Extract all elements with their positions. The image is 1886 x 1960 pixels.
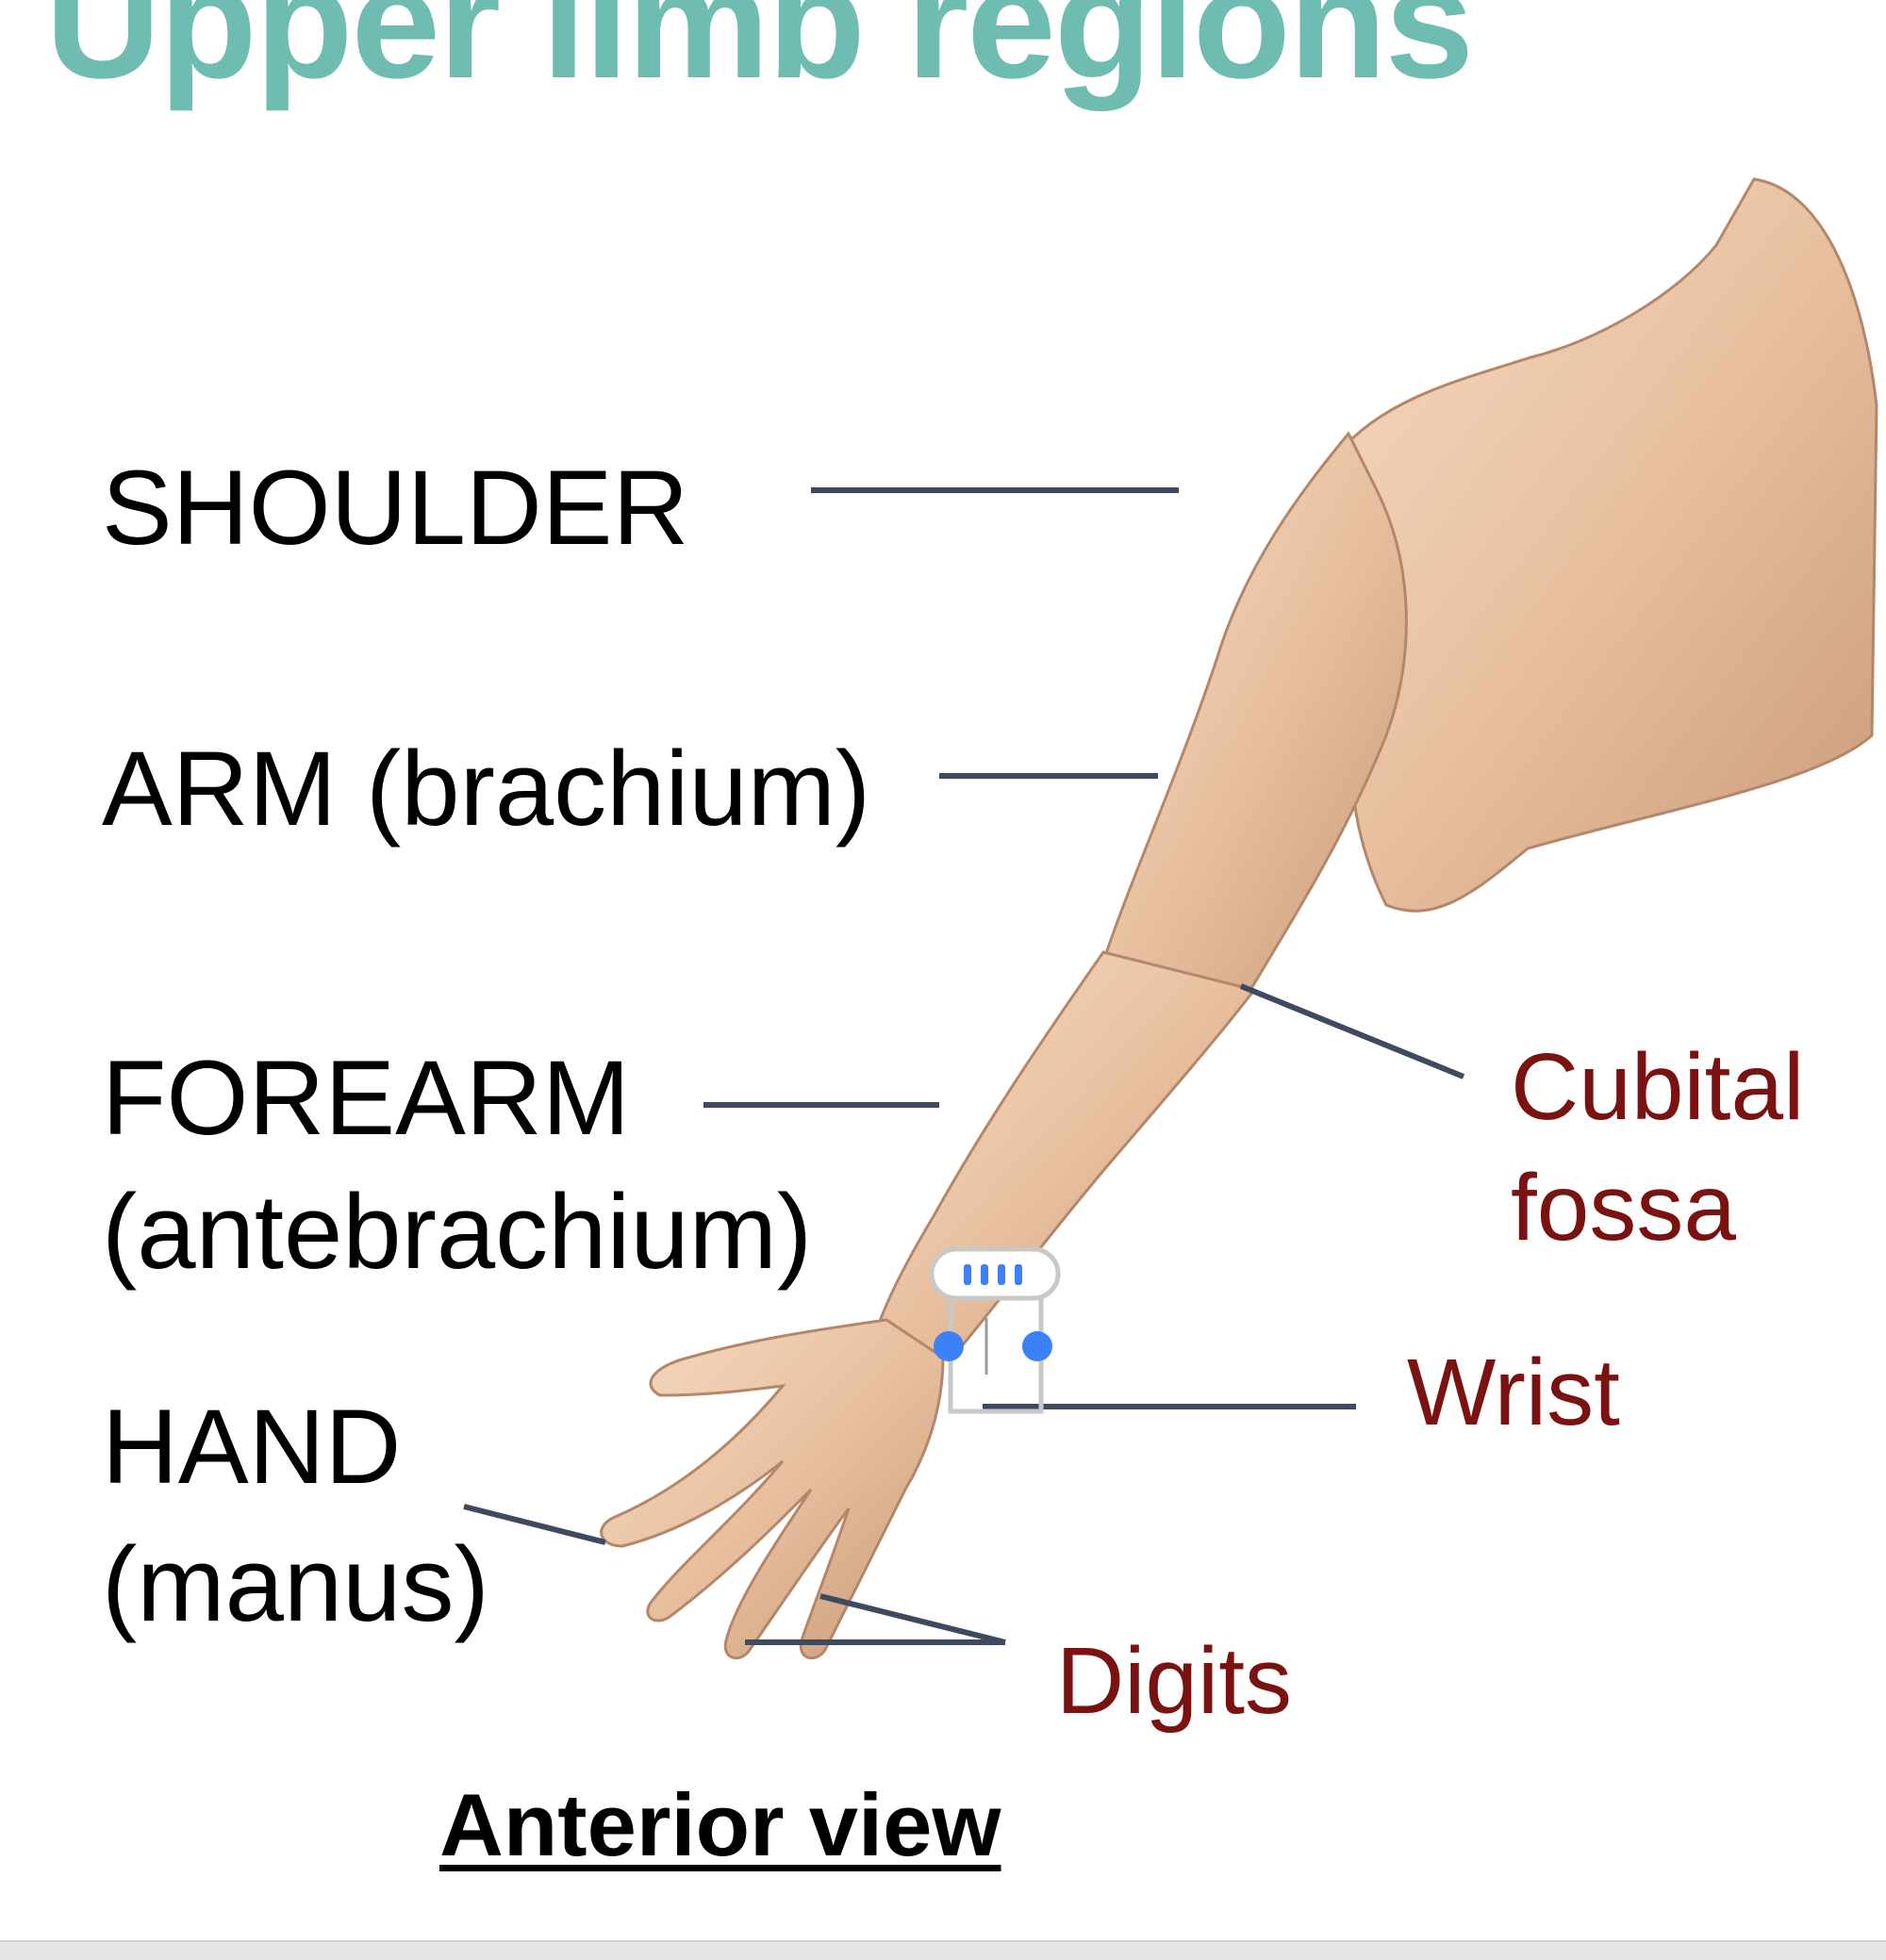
page-title: Upper limb regions: [45, 0, 1474, 112]
drag-grip-icon-3: [998, 1264, 1005, 1285]
label-hand: HAND: [102, 1388, 402, 1506]
label-arm: ARM (brachium): [102, 730, 871, 848]
label-forearm: FOREARM: [102, 1039, 630, 1157]
resize-handle-right[interactable]: [1022, 1331, 1052, 1361]
label-cubital-fossa-2: fossa: [1511, 1155, 1737, 1260]
view-caption: Anterior view: [439, 1775, 1001, 1874]
leader-line-hand: [463, 1504, 606, 1545]
drag-grip-icon: [964, 1264, 971, 1285]
label-shoulder: SHOULDER: [102, 449, 689, 567]
resize-handle-left[interactable]: [934, 1331, 964, 1361]
label-wrist: Wrist: [1407, 1340, 1620, 1445]
drag-grip-icon-2: [981, 1264, 988, 1285]
label-digits: Digits: [1056, 1628, 1293, 1734]
label-cubital-fossa: Cubital: [1511, 1034, 1805, 1140]
hand-shape: [600, 1318, 945, 1660]
bottom-scroll-edge: [0, 1940, 1886, 1960]
drag-handle[interactable]: [929, 1246, 1061, 1301]
leader-line-digits-a: [819, 1593, 1006, 1645]
torso-shape: [1317, 177, 1878, 913]
label-hand-latin: (manus): [102, 1525, 489, 1643]
drag-grip-icon-4: [1015, 1264, 1022, 1285]
leader-line-cubital: [1239, 983, 1465, 1079]
label-forearm-latin: (antebrachium): [102, 1173, 813, 1291]
